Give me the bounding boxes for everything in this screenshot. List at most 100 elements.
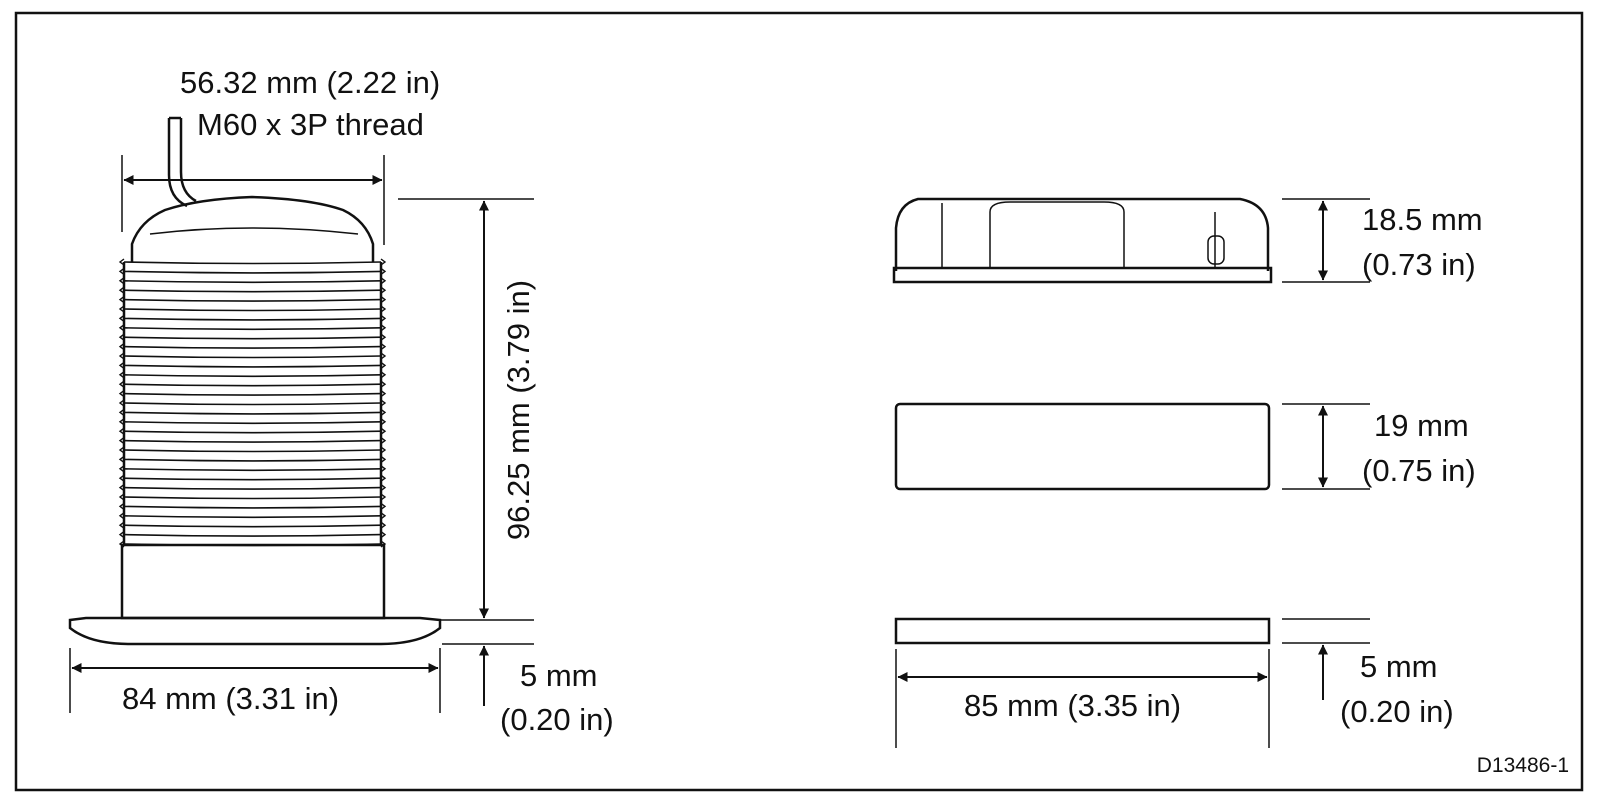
thread-notch <box>380 371 387 379</box>
thread-notch <box>118 352 125 360</box>
right-width-label: 85 mm (3.35 in) <box>964 688 1181 723</box>
nut-part <box>894 402 1271 491</box>
thread-notch <box>118 455 125 463</box>
thread-notch <box>380 333 387 341</box>
thread-notch <box>118 324 125 332</box>
thread-notch <box>380 352 387 360</box>
through-hull-body <box>68 116 442 646</box>
thread-notch <box>380 324 387 332</box>
nut-height-label-in: (0.75 in) <box>1362 453 1476 488</box>
figure-id: D13486-1 <box>1477 754 1569 777</box>
thread-notch <box>380 408 387 416</box>
thread-line <box>123 345 382 349</box>
nut-height-dimension <box>1282 403 1370 490</box>
thread-line <box>123 468 382 472</box>
diagram-frame <box>14 11 1584 792</box>
thread-notch <box>380 296 387 304</box>
thread-notch <box>118 512 125 520</box>
thread-notch <box>118 380 125 388</box>
thread-line <box>123 392 382 396</box>
thread-notch <box>380 418 387 426</box>
thread-line <box>123 402 382 406</box>
thread-notch <box>380 399 387 407</box>
thread-notch <box>118 399 125 407</box>
thread-notch <box>118 296 125 304</box>
thread-notch <box>380 437 387 445</box>
thread-notch <box>118 474 125 482</box>
thread-line <box>123 374 382 378</box>
thread-notch <box>380 502 387 510</box>
thread-notch <box>118 267 125 275</box>
nut-height-label-mm: 19 mm <box>1374 408 1469 443</box>
thread-line <box>123 327 382 331</box>
thread-notch <box>118 531 125 539</box>
body-height-dimension <box>398 198 534 621</box>
thread-line <box>123 270 382 274</box>
flange-thickness-label-mm: 5 mm <box>520 658 598 693</box>
thread-notch <box>380 305 387 313</box>
cap-part <box>892 197 1273 284</box>
thread-notch <box>118 371 125 379</box>
thread-line <box>123 496 382 500</box>
thread-notch <box>380 531 387 539</box>
thread-lines <box>118 258 387 548</box>
thread-line <box>123 364 382 368</box>
thread-notch <box>118 418 125 426</box>
thread-notch <box>118 333 125 341</box>
thread-line <box>123 383 382 387</box>
thread-notch <box>380 286 387 294</box>
thread-line <box>123 430 382 434</box>
thread-notch <box>118 521 125 529</box>
thread-notch <box>380 277 387 285</box>
thread-notch <box>118 390 125 398</box>
thread-notch <box>118 286 125 294</box>
cap-height-dimension <box>1282 198 1370 283</box>
thread-notch <box>118 427 125 435</box>
thread-line <box>123 505 382 509</box>
thread-notch <box>118 437 125 445</box>
cap-height-label-in: (0.73 in) <box>1362 247 1476 282</box>
thread-notch <box>380 267 387 275</box>
thread-notch <box>380 361 387 369</box>
thread-notch <box>380 314 387 322</box>
thread-notch <box>118 408 125 416</box>
thread-line <box>123 289 382 293</box>
washer-thickness-label-mm: 5 mm <box>1360 649 1438 684</box>
thread-notch <box>380 446 387 454</box>
washer-thickness-dimension <box>1282 618 1370 700</box>
thread-notch <box>380 474 387 482</box>
thread-line <box>123 486 382 490</box>
thread-line <box>123 524 382 528</box>
thread-notch <box>118 502 125 510</box>
flange-thickness-label-in: (0.20 in) <box>500 702 614 737</box>
thread-notch <box>118 361 125 369</box>
thread-line <box>123 458 382 462</box>
flange-width-label: 84 mm (3.31 in) <box>122 681 339 716</box>
thread-notch <box>380 493 387 501</box>
right-width-dimension <box>895 649 1270 748</box>
thread-line <box>123 421 382 425</box>
thread-notch <box>380 343 387 351</box>
cap-height-label-mm: 18.5 mm <box>1362 202 1483 237</box>
thread-notch <box>118 484 125 492</box>
thread-line <box>123 449 382 453</box>
thread-line <box>123 477 382 481</box>
thread-line <box>123 336 382 340</box>
thread-diameter-dimension <box>121 155 385 245</box>
thread-line <box>123 280 382 284</box>
thread-notch <box>118 343 125 351</box>
thread-type-label: M60 x 3P thread <box>197 107 424 142</box>
thread-line <box>123 355 382 359</box>
thread-diameter-label: 56.32 mm (2.22 in) <box>180 65 440 100</box>
thread-notch <box>380 258 387 266</box>
thread-line <box>123 298 382 302</box>
thread-notch <box>118 277 125 285</box>
thread-notch <box>380 521 387 529</box>
thread-line <box>123 261 382 265</box>
thread-notch <box>380 380 387 388</box>
thread-line <box>123 317 382 321</box>
thread-notch <box>380 455 387 463</box>
thread-line <box>123 533 382 537</box>
thread-notch <box>380 465 387 473</box>
